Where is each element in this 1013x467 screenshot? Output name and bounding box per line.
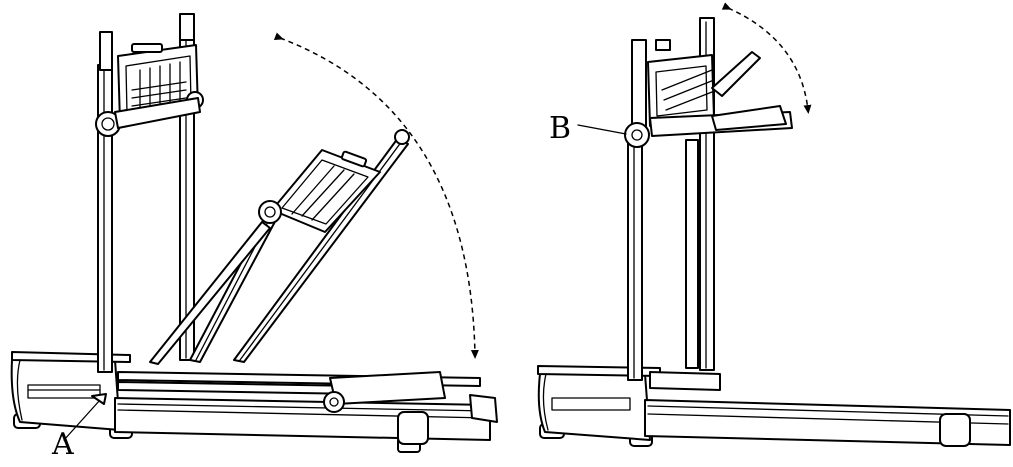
right-running-belt bbox=[644, 399, 1011, 446]
left-fold-arrow bbox=[273, 32, 479, 359]
left-running-belt bbox=[114, 397, 491, 441]
left-motor-hood bbox=[10, 359, 121, 431]
right-upright-front bbox=[627, 139, 643, 381]
right-hinge bbox=[624, 122, 650, 148]
left-front-roller bbox=[397, 411, 429, 445]
treadmill-left bbox=[10, 13, 498, 453]
right-fold-arrow bbox=[721, 2, 812, 114]
right-motor-hood bbox=[537, 373, 651, 441]
left-upright-front bbox=[97, 64, 113, 373]
treadmill-right bbox=[537, 17, 1011, 447]
left-hinge-folding bbox=[258, 200, 282, 224]
callout-label-b: B bbox=[549, 111, 572, 146]
callout-label-a: A bbox=[52, 427, 74, 462]
